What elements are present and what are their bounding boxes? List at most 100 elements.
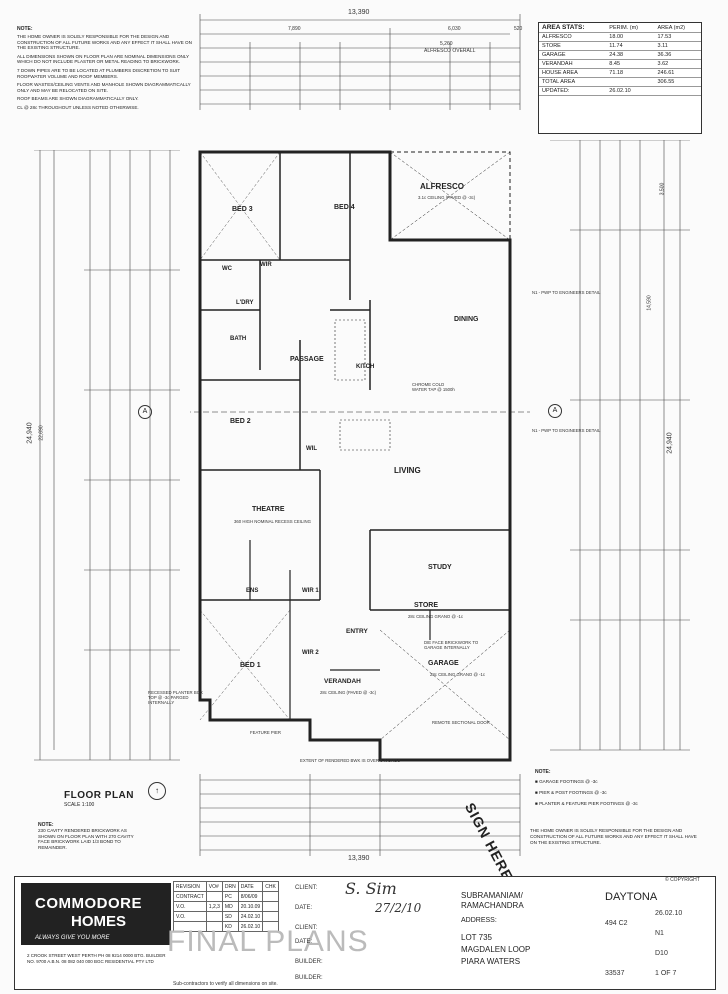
floor-plan-note: NOTE: 230 CAVITY RENDERED BRICKWORK AS S… [38, 822, 134, 850]
room-verandah: VERANDAH [324, 678, 361, 685]
notes-bottom-text: THE HOME OWNER IS SOLELY RESPONSIBLE FOR… [530, 828, 697, 845]
drawing-number: D10 [655, 950, 668, 957]
note-line-6: CL @ 28c THROUGHOUT UNLESS NOTED OTHERWI… [17, 104, 139, 110]
compass-icon: ↑ [148, 782, 166, 800]
rev-chk-hdr: CHK [262, 881, 279, 892]
axis-marker-a-right: A [548, 404, 562, 418]
area-total-label: TOTAL AREA [539, 77, 607, 87]
legend-item-text: PIER & POST FOOTINGS @ -3c [539, 790, 607, 795]
rev-revision-hdr: REVISION [173, 881, 207, 892]
room-wil: WIL [306, 446, 317, 452]
footings-legend: NOTE: ■ GARAGE FOOTINGS @ -3c ■ PIER & P… [532, 766, 706, 822]
room-wir: WIR [260, 262, 272, 268]
remote-door-note: REMOTE SECTIONAL DOOR [432, 720, 490, 725]
garage-internal-note: DIE FACE BRICKWORK TO GARAGE INTERNALLY [424, 640, 479, 650]
room-theatre: THEATRE [252, 506, 285, 513]
rev-vo-nums: 1,2,3 [205, 901, 223, 912]
theatre-note: 360 HIGH NOMINAL RECESS CEILING [234, 519, 311, 524]
rev-pc-date: 8/06/09 [237, 891, 264, 902]
dim-top-520: 520 [514, 26, 523, 32]
room-wir1: WIR 1 [302, 588, 319, 594]
room-kitchen: KITCH [356, 364, 375, 370]
signature-date: 27/2/10 [375, 901, 422, 915]
room-bed2: BED 2 [230, 418, 251, 425]
dim-right-overall: 24,940 [666, 432, 674, 454]
dim-right-3500: 3,500 [659, 182, 666, 196]
room-wc: WC [222, 266, 232, 272]
rev-pc: PC [221, 891, 239, 902]
sheet-number: 1 OF 7 [655, 970, 677, 977]
alfresco-ceiling-note: 3.1c CEILING (PAVED @ -3c) [418, 195, 476, 200]
right-dimension-lines [550, 140, 690, 751]
final-plans-watermark: FINAL PLANS [167, 925, 369, 958]
verandah-ceiling-note: 28c CEILING (PAVED @ -3c) [320, 690, 377, 695]
builder-label-2: BUILDER: [295, 975, 323, 981]
company-address: 2 CROOK STREET WEST PERTH PH 08 9214 000… [27, 953, 166, 964]
area-row-area: 3.62 [654, 59, 701, 69]
legend-item-text: GARAGE FOOTINGS @ -3c [539, 779, 598, 784]
room-wir2: WIR 2 [302, 650, 319, 656]
fp-note-text: 230 CAVITY RENDERED BRICKWORK AS SHOWN O… [38, 828, 134, 850]
room-living: LIVING [394, 466, 421, 475]
note-line-3: 7 DOWN PIPES ARE TO BE LOCATED AT PLUMBE… [17, 67, 180, 79]
alfresco-dim: 5,260 [440, 41, 453, 47]
dim-left-inner: 22,690 [38, 425, 45, 441]
design-name: DAYTONA [605, 891, 658, 903]
dim-bottom-overall: 13,390 [348, 855, 370, 862]
area-row-perim: 11.74 [606, 41, 655, 51]
room-dining: DINING [454, 316, 479, 323]
area-col-perim: PERIM. (m) [606, 23, 655, 33]
feature-pier-note: FEATURE PIER [250, 730, 281, 735]
client-label-1: CLIENT: [295, 885, 318, 891]
n1-pwp-note-mid: N1 - PWP TO ENGINEERS DETAIL [532, 428, 601, 433]
area-stats-table: AREA STATS: PERIM. (m) AREA (m2) ALFRESC… [538, 22, 702, 134]
rev-kd-date: 26.02.10 [237, 921, 264, 932]
area-row-perim: 24.38 [606, 50, 655, 60]
company-tagline: ALWAYS GIVE YOU MORE [35, 935, 110, 941]
address-line-1: LOT 735 [461, 933, 492, 942]
dim-top-third: 6,030 [448, 26, 461, 32]
area-row-name: ALFRESCO [539, 32, 607, 42]
rev-vo-lbl: V.O. [173, 911, 207, 922]
area-row-area: 17.53 [654, 32, 701, 42]
chrome-tap-note: CHROME COLD WATER TAP @ 1500h [412, 382, 455, 392]
note-line-1: THE HOME OWNER IS SOLELY RESPONSIBLE FOR… [17, 34, 192, 51]
note-line-5: ROOF BEAMS ARE SHOWN DIAGRAMMATICALLY ON… [17, 96, 139, 102]
area-row-area: 36.36 [654, 50, 701, 60]
model-date: 26.02.10 [655, 910, 683, 917]
wind-class: N1 [655, 930, 664, 937]
area-row-area: 246.61 [654, 68, 701, 78]
area-col-area: AREA (m2) [654, 23, 701, 33]
room-ensuite: ENS [246, 588, 259, 594]
rev-sd-date: 24.02.10 [237, 911, 264, 922]
rev-sd: SD [221, 911, 239, 922]
title-block: COMMODORE HOMES ALWAYS GIVE YOU MORE 2 C… [14, 876, 716, 990]
rev-contract-lbl: CONTRACT [173, 891, 207, 902]
legend-heading: NOTE: [535, 769, 551, 775]
rev-vo-hdr: VO# [205, 881, 223, 892]
room-bed4: BED 4 [334, 204, 355, 211]
area-row-name: STORE [539, 41, 607, 51]
dim-top-second: 7,890 [288, 26, 301, 32]
alfresco-overall-label: ALFRESCO OVERALL [424, 48, 476, 54]
area-updated-value: 26.02.10 [606, 86, 655, 96]
date-label-2: DATE: [295, 939, 313, 945]
legend-item: ■ PIER & POST FOOTINGS @ -3c [535, 790, 607, 795]
axis-marker-a-left: A [138, 405, 152, 419]
address-line-2: MAGDALEN LOOP [461, 945, 531, 954]
area-row-perim: 71.18 [606, 68, 655, 78]
floor-plan-title: FLOOR PLAN [64, 790, 134, 801]
room-alfresco: ALFRESCO [420, 182, 464, 191]
copyright: © COPYRIGHT [665, 877, 700, 883]
address-line-3: PIARA WATERS [461, 957, 521, 966]
date-label-1: DATE: [295, 905, 313, 911]
garage-ceiling-note: 28c CEILING GRANO @ -1c [430, 672, 485, 677]
left-dimension-lines [34, 150, 180, 761]
area-row-perim: 18.00 [606, 32, 655, 42]
area-row-name: VERANDAH [539, 59, 607, 69]
dim-right-inner: 14,590 [646, 295, 653, 311]
model-code: 494 C2 [605, 920, 628, 927]
legend-item: ■ PLANTER & FEATURE PIER FOOTINGS @ -3c [535, 801, 638, 806]
room-study: STUDY [428, 564, 452, 571]
builder-label-1: BUILDER: [295, 959, 323, 965]
